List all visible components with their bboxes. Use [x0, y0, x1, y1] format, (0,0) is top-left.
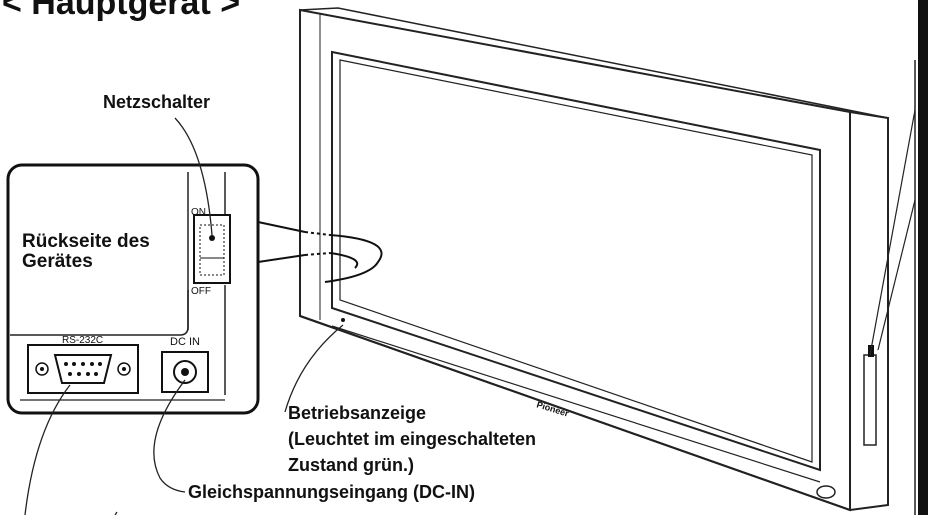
label-indicator-3: Zustand grün.)	[288, 455, 414, 475]
label-rear-panel-2: Gerätes	[22, 251, 93, 272]
label-rs232c: RS-232C	[62, 335, 104, 346]
screen	[331, 50, 821, 472]
label-indicator: Betriebsanzeige	[288, 403, 427, 423]
leader-dc-in	[153, 379, 186, 493]
rs232c-port	[27, 344, 139, 394]
power-indicator-dot	[341, 318, 345, 322]
display-unit	[299, 7, 889, 512]
label-power-switch: Netzschalter	[103, 92, 211, 112]
dc-in-port	[161, 351, 209, 393]
label-rear-panel: Rückseite des	[22, 231, 150, 252]
label-dc-input: Gleichspannungseingang (DC-IN)	[188, 482, 476, 502]
vent-oval	[816, 485, 836, 499]
leader-lines	[24, 117, 344, 515]
power-switch	[193, 214, 231, 284]
label-off: OFF	[191, 286, 211, 297]
callout-connector	[257, 221, 383, 283]
page-heading: < Hauptgerät >	[2, 0, 241, 22]
leader-rs232c	[24, 384, 71, 515]
label-on: ON	[191, 207, 206, 218]
leader-power-switch	[174, 117, 213, 236]
frame-depth	[849, 111, 889, 511]
leader-indicator	[284, 324, 344, 413]
side-slot	[863, 354, 877, 446]
label-indicator-2: (Leuchtet im eingeschalteten	[288, 429, 537, 449]
right-border	[918, 0, 928, 515]
rear-panel-callout	[6, 163, 260, 415]
label-dc-in: DC IN	[170, 336, 200, 348]
